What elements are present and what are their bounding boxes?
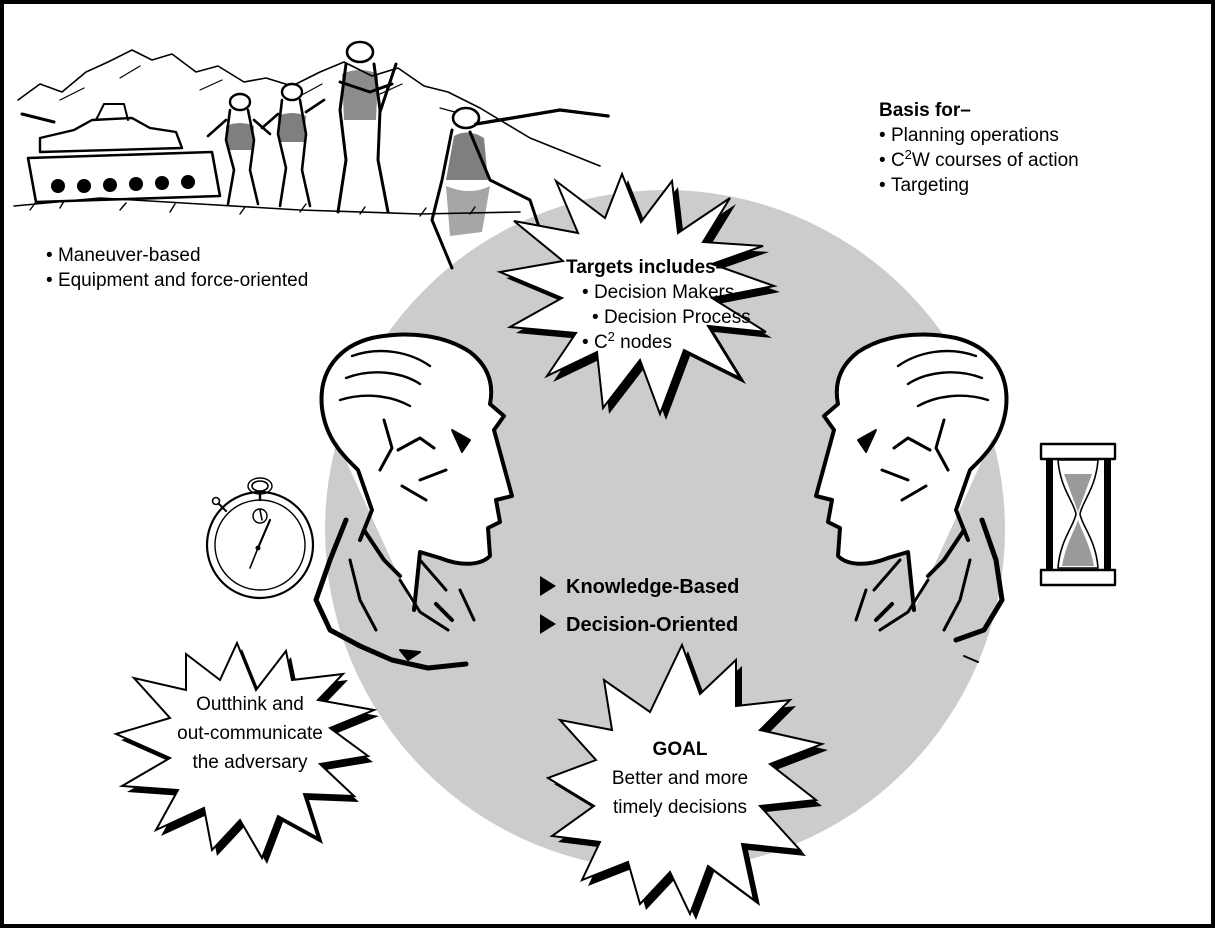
ridge-lines — [59, 65, 463, 115]
basis-item-1: Planning operations — [879, 123, 1199, 148]
goal-line-1: Better and more — [611, 768, 749, 789]
basis-item-2: C2W courses of action — [879, 148, 1199, 173]
goal-heading: GOAL — [652, 739, 708, 760]
center-block: Knowledge-Based Decision-Oriented — [540, 568, 840, 644]
outthink-line-3: the adversary — [192, 752, 308, 773]
maneuver-list: Maneuver-based Equipment and force-orien… — [46, 243, 406, 293]
tank — [20, 103, 222, 204]
soldier-4 — [430, 106, 610, 270]
goal-starburst — [545, 642, 828, 920]
ground-line — [13, 197, 521, 215]
basis-block: Basis for– Planning operations C2W cours… — [879, 98, 1199, 198]
triangle-bullet-icon — [540, 576, 556, 596]
targets-item-1: Decision Makers — [566, 280, 806, 305]
basis-heading: Basis for– — [879, 100, 971, 121]
battlefield-illustration — [13, 40, 610, 270]
basis-item-3: Targeting — [879, 173, 1199, 198]
goal-line-2: timely decisions — [612, 797, 748, 818]
outthink-text: Outthink and out-communicate the adversa… — [150, 690, 350, 777]
left-head-illustration — [313, 332, 514, 671]
maneuver-item-2: Equipment and force-oriented — [46, 268, 406, 293]
triangle-bullet-icon — [540, 614, 556, 634]
central-circle — [325, 190, 1005, 870]
center-line-2: Decision-Oriented — [540, 606, 840, 644]
center-line-1: Knowledge-Based — [540, 568, 840, 606]
stopwatch-icon — [205, 477, 315, 600]
goal-text: GOAL Better and more timely decisions — [580, 735, 780, 822]
targets-heading: Targets includes– — [566, 257, 727, 278]
maneuver-item-1: Maneuver-based — [46, 243, 406, 268]
mountain-range — [17, 49, 601, 167]
hourglass-icon — [1039, 442, 1117, 587]
soldier-2 — [260, 82, 326, 208]
targets-block: Targets includes– Decision Makers Decisi… — [566, 255, 806, 355]
right-head-illustration — [814, 332, 1009, 663]
basis-list: Planning operations C2W courses of actio… — [879, 123, 1199, 198]
targets-item-3: C2 nodes — [566, 330, 806, 355]
outthink-line-2: out-communicate — [177, 723, 323, 744]
grass-strokes — [29, 200, 476, 217]
targets-list: Decision Makers Decision Process C2 node… — [566, 280, 806, 355]
targets-item-2: Decision Process — [566, 305, 806, 330]
soldier-3 — [336, 40, 398, 214]
outthink-starburst — [113, 640, 379, 864]
outthink-line-1: Outthink and — [196, 694, 304, 715]
